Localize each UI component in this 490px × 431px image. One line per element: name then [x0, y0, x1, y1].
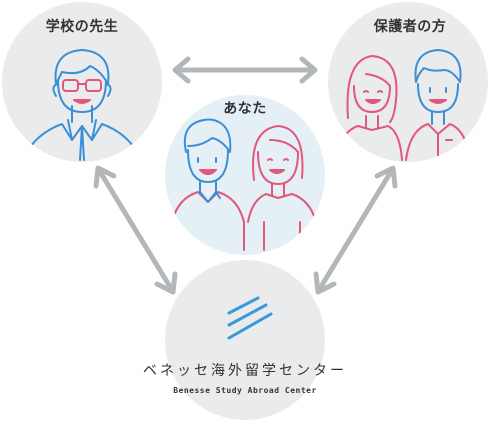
- teacher-mouth: [73, 99, 91, 104]
- boy-hair: [183, 118, 232, 153]
- arrow-teacher-center: [93, 165, 178, 295]
- you-illustration: [171, 118, 317, 251]
- girl-face: [257, 139, 299, 185]
- teacher-neck: [71, 105, 93, 123]
- arrow-parents-center: [313, 165, 398, 295]
- mother-face: [353, 73, 391, 113]
- parents-label: 保護者の方: [373, 19, 447, 35]
- teacher-face: [57, 79, 107, 113]
- center-label-en: Benesse Study Abroad Center: [173, 386, 317, 395]
- center-label-jp: ベネッセ海外留学センター: [143, 363, 347, 379]
- father-mouth: [429, 99, 447, 104]
- arrow-teacher-parents: [172, 56, 318, 84]
- boy-face: [187, 149, 229, 183]
- teacher-glasses: [62, 79, 79, 92]
- center-logo-icon: [227, 296, 273, 340]
- teacher-circle: [2, 2, 162, 162]
- teacher-illustration: [27, 49, 137, 161]
- boy-mouth: [199, 169, 217, 175]
- teacher-label: 学校の先生: [45, 19, 119, 35]
- girl-mouth: [269, 169, 285, 174]
- boy-collar: [199, 191, 221, 203]
- you-circle: [165, 95, 325, 255]
- you-label: あなた: [223, 101, 267, 117]
- mother-hair: [346, 55, 398, 123]
- center-circle: [165, 260, 325, 420]
- teacher-collar: [67, 119, 97, 161]
- father-face: [417, 83, 459, 113]
- parents-circle: [328, 2, 488, 162]
- mother-mouth: [365, 99, 381, 104]
- girl-hair: [252, 125, 304, 181]
- girl-body: [247, 193, 317, 223]
- father-hair: [414, 49, 462, 83]
